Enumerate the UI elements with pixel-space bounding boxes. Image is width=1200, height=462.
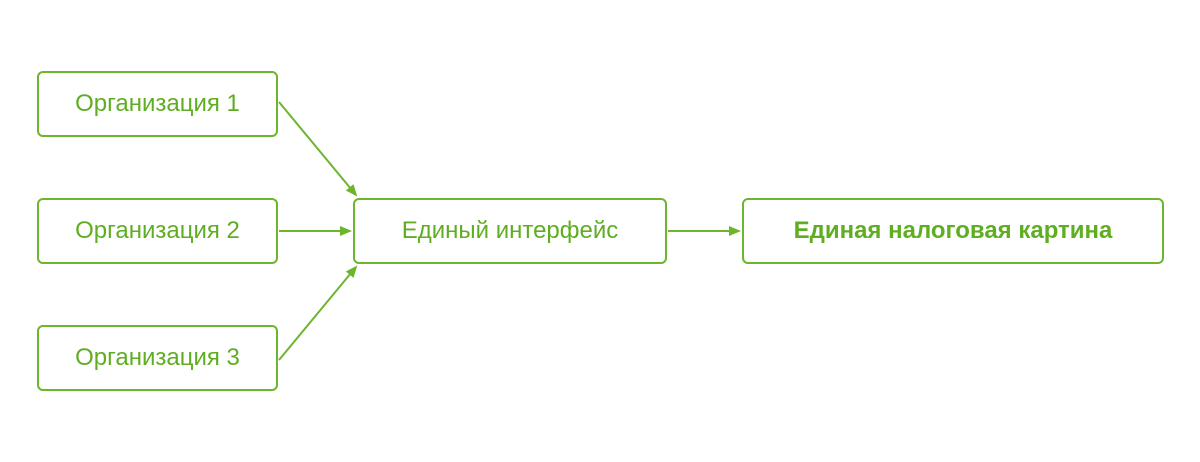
node-organization-1-label: Организация 1 bbox=[75, 90, 240, 117]
node-unified-interface-label: Единый интерфейс bbox=[401, 217, 619, 244]
node-unified-tax-picture: Единая налоговая картина bbox=[742, 198, 1164, 264]
node-organization-2: Организация 2 bbox=[37, 198, 278, 264]
node-organization-3: Организация 3 bbox=[37, 325, 278, 391]
edge-org3-to-interface bbox=[278, 265, 358, 361]
node-unified-interface: Единый интерфейс bbox=[353, 198, 667, 264]
node-organization-1: Организация 1 bbox=[37, 71, 278, 137]
node-organization-2-label: Организация 2 bbox=[75, 217, 240, 244]
node-organization-3-label: Организация 3 bbox=[75, 344, 240, 371]
node-unified-tax-picture-label: Единая налоговая картина bbox=[793, 217, 1113, 244]
edge-org1-to-interface bbox=[278, 101, 358, 197]
